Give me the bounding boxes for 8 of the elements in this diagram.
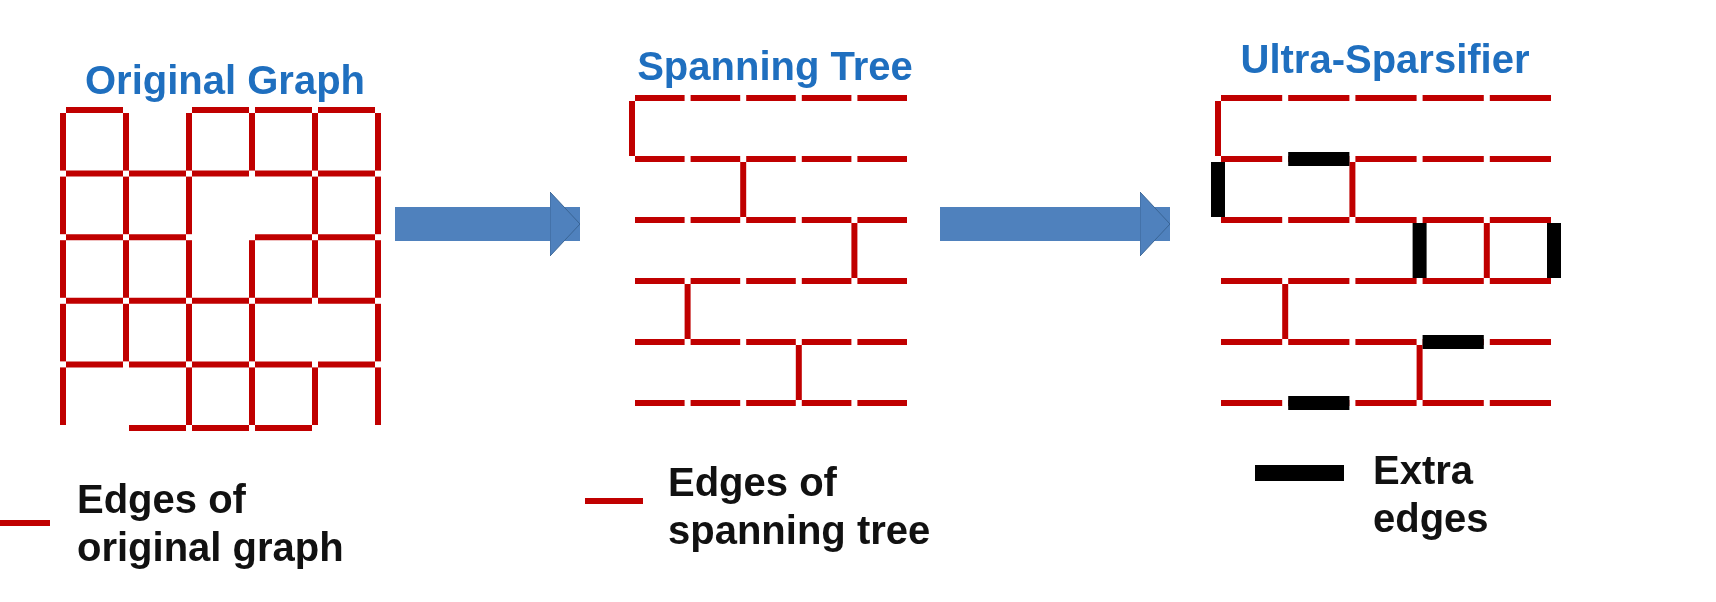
block-arrow: [395, 191, 581, 257]
legend-text: Edges of original graph: [77, 476, 345, 571]
legend-text: Extra edges: [1373, 447, 1490, 542]
legend-text: Edges of spanning tree: [668, 459, 932, 554]
panel-title: Spanning Tree: [636, 44, 914, 89]
block-arrow: [940, 191, 1171, 257]
panel-title: Original Graph: [83, 58, 366, 103]
panel-title: Ultra-Sparsifier: [1239, 37, 1531, 82]
